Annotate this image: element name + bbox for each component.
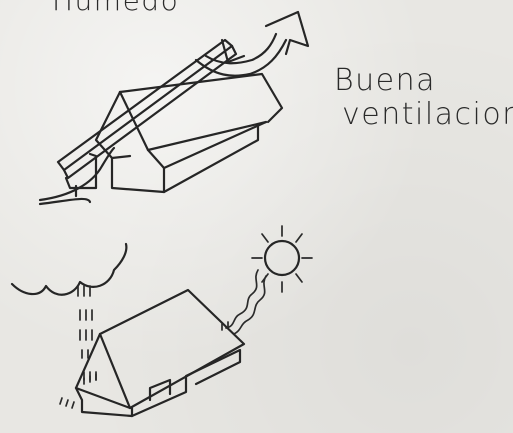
airflow-out-arrowhead xyxy=(266,12,308,54)
airflow-out-upper xyxy=(206,34,276,63)
sun-disc xyxy=(265,241,299,275)
gable-end xyxy=(76,334,130,408)
roof-ridge-top xyxy=(58,40,232,170)
sunny-house xyxy=(76,290,244,416)
sun-rays xyxy=(252,226,312,292)
side-wall xyxy=(132,350,240,416)
roof-ridge-edge xyxy=(64,46,236,178)
sun-icon xyxy=(252,226,312,292)
intake-vent xyxy=(66,154,96,188)
ventilation-label-line1: Buena xyxy=(334,63,436,98)
humedo-label: Humedo xyxy=(52,0,179,17)
roof-mark xyxy=(84,374,96,384)
heat-wave-1 xyxy=(226,270,258,328)
ventilated-house xyxy=(58,40,282,196)
ridge-vent xyxy=(222,40,244,62)
roof xyxy=(100,290,244,408)
ventilation-label-line2: ventilacion xyxy=(342,97,513,132)
heat-wave-2 xyxy=(234,276,266,334)
rain-cloud xyxy=(12,244,126,295)
